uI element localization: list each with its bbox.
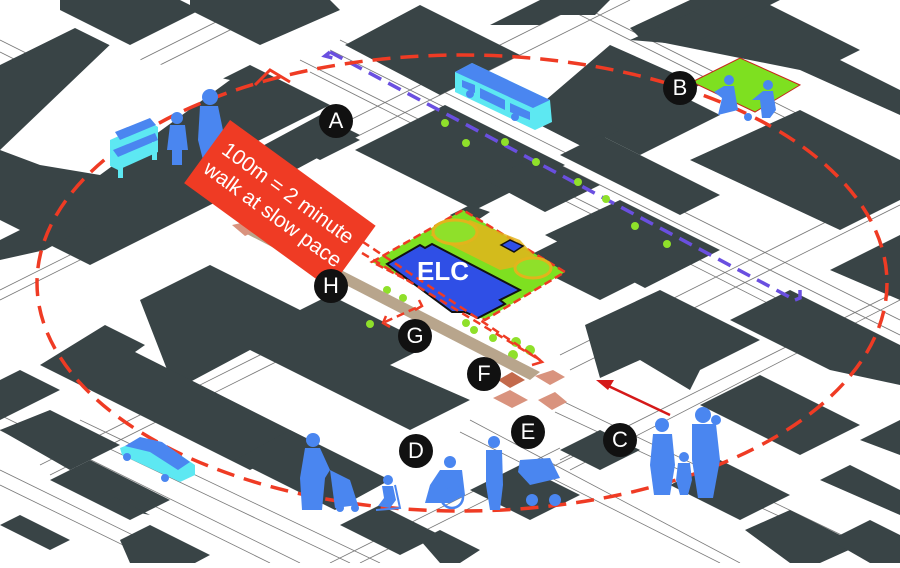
children-football-icon [690, 57, 802, 121]
marker-b-label: B [672, 75, 688, 100]
marker-f-label: F [477, 361, 491, 386]
elc-site [369, 208, 568, 322]
bus-route-path [321, 50, 802, 302]
elc-label: ELC [417, 256, 469, 286]
walk-radius-ellipse [35, 53, 889, 513]
pram-icon [486, 436, 561, 510]
wheelchair-icon [425, 456, 465, 510]
pushchair-icon [300, 433, 359, 512]
marker-e: E [511, 415, 545, 449]
marker-h-label: H [323, 273, 339, 298]
bench-icon [110, 118, 158, 178]
marker-g: G [398, 319, 432, 353]
marker-a-label: A [328, 108, 344, 133]
marker-a: A [319, 104, 353, 138]
marker-f: F [467, 357, 501, 391]
marker-d: D [399, 434, 433, 468]
family-icon [650, 407, 721, 498]
marker-g-label: G [406, 323, 424, 348]
marker-h: H [314, 269, 348, 303]
marker-b: B [663, 71, 697, 105]
direction-arrow-c [596, 380, 671, 417]
bus-icon [455, 63, 552, 130]
marker-c: C [603, 423, 637, 457]
scooter-child-icon [375, 475, 402, 511]
marker-e-label: E [520, 419, 536, 444]
marker-c-label: C [612, 427, 628, 452]
marker-d-label: D [408, 438, 424, 463]
car-icon [120, 437, 195, 482]
arrow-icon [253, 68, 291, 87]
